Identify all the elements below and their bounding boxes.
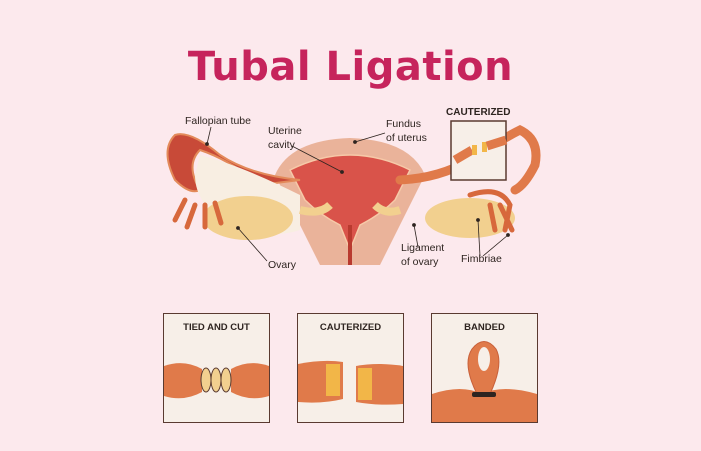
panel-banded: BANDED (431, 313, 538, 423)
inset-caption-cauterized: CAUTERIZED (446, 107, 511, 118)
label-fallopian-tube: Fallopian tube (185, 115, 251, 127)
label-fimbriae: Fimbriae (461, 253, 502, 265)
panel-title: BANDED (464, 322, 505, 333)
label-fundus-line2: of uterus (386, 132, 427, 144)
label-fundus-line1: Fundus (386, 118, 422, 130)
panel-tied-and-cut: TIED AND CUT (163, 313, 270, 423)
label-ligament-line2: of ovary (401, 256, 439, 268)
banded-illustration (432, 341, 537, 422)
label-ovary: Ovary (268, 259, 297, 271)
label-ligament-line1: Ligament (401, 242, 445, 254)
panel-cauterized: CAUTERIZED (297, 313, 404, 423)
label-uterine-cavity-line2: cavity (268, 139, 295, 151)
tied-and-cut-illustration (164, 363, 269, 399)
label-uterine-cavity-line1: Uterine (268, 125, 302, 137)
cauterized-illustration (298, 360, 403, 405)
page-title: Tubal Ligation (187, 44, 514, 90)
panel-title: CAUTERIZED (319, 322, 382, 333)
panel-title: TIED AND CUT (183, 322, 250, 333)
